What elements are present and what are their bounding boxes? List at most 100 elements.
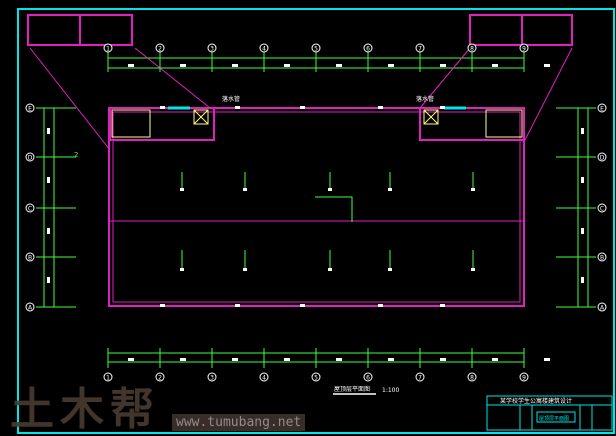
title-block [486,395,613,431]
axis-bubble-top-2-label: 2 [158,46,162,53]
dimension-text [388,64,394,67]
drain-icon [180,188,184,191]
axis-bubble-left-D [25,152,35,162]
drain-icon [388,188,392,191]
dimension-text [388,358,394,361]
stairs [111,109,523,138]
dimension-text [581,228,584,234]
axis-bubble-bottom-1-label: 1 [106,375,110,382]
dimension-text [336,358,342,361]
axis-bubble-left-C-label: C [28,206,32,213]
dimension-text [180,358,186,361]
axis-bubble-top-2 [155,43,165,53]
axis-bubble-left-E [25,103,35,113]
axis-bubble-bottom-9-label: 9 [522,375,526,382]
axis-bubble-left-A-label: A [28,305,33,312]
dimension-lines [43,57,589,363]
axis-bubble-bottom-8 [467,372,477,382]
dimension-text [47,128,50,134]
downpipe-icon [378,304,383,307]
axis-bubble-top-6-label: 6 [366,46,370,53]
dimension-text [284,64,290,67]
axis-bubble-bottom-5 [311,372,321,382]
axis-bubble-top-1-label: 1 [106,46,110,53]
dimension-text [128,358,134,361]
drawing-title: 屋顶层平面图 [334,386,370,393]
dimension-text [544,358,550,361]
dimension-text [336,64,342,67]
axis-bubble-right-B-label: B [600,255,604,262]
drain-icon [471,268,475,271]
downpipe-label-right: 落水管 [416,95,434,103]
drain-icon [471,188,475,191]
detail-box-right [469,14,573,46]
drain-icon [243,268,247,271]
dimension-text [128,64,134,67]
axis-bubble-bottom-6 [363,372,373,382]
title-block-heading: 某学校学生公寓楼建筑设计 [500,397,572,405]
axis-bubble-left-B [25,252,35,262]
downpipe-icon [160,106,165,109]
axis-bubble-top-9-label: 9 [522,46,526,53]
axis-bubble-top-4 [259,43,269,53]
axis-bubble-right-C [597,203,607,213]
drain-icon [328,268,332,271]
downpipe-icon [378,106,383,109]
axis-bubble-right-D [597,152,607,162]
dimension-text [47,228,50,234]
downpipe-icon [160,304,165,307]
axis-bubble-top-3 [207,43,217,53]
axis-bubble-top-7 [415,43,425,53]
axis-bubble-top-5 [311,43,321,53]
axis-bubble-top-6 [363,43,373,53]
diagonal-leaders [29,47,573,151]
downpipe-icon [235,106,240,109]
dimension-text [232,64,238,67]
axis-bubble-left-E-label: E [28,106,32,113]
dimension-text [440,64,446,67]
dimension-text [440,358,446,361]
downpipe-label-left: 落水管 [222,95,240,103]
downpipe-icon [235,304,240,307]
axis-bubble-top-1 [103,43,113,53]
title-block-drawing-name: 屋顶层平面图 [539,416,569,422]
axis-bubble-right-E-label: E [600,106,604,113]
axis-bubble-bottom-5-label: 5 [314,375,318,382]
axis-bubble-left-D-label: D [28,155,33,162]
drain-icon [180,268,184,271]
axis-bubble-bottom-4 [259,372,269,382]
axis-bubble-bottom-3 [207,372,217,382]
left-note: 2 [74,151,78,159]
downpipe-icon [300,304,305,307]
drain-icon [388,268,392,271]
dimension-text [284,358,290,361]
detail-box-left [27,14,133,46]
dimension-text [492,358,498,361]
downpipe-icon [440,106,445,109]
drawing-frame [17,8,615,434]
axis-bubble-right-A [597,302,607,312]
axis-bubble-right-B [597,252,607,262]
axis-bubble-right-D-label: D [600,155,605,162]
dimension-text [47,277,50,283]
axis-bubble-bottom-7-label: 7 [418,375,422,382]
axis-bubble-top-8 [467,43,477,53]
axis-bubble-bottom-8-label: 8 [470,375,474,382]
downpipe-icon [440,304,445,307]
axis-bubble-left-C [25,203,35,213]
dimension-text [492,64,498,67]
axis-bubble-top-8-label: 8 [470,46,474,53]
dimension-text [47,177,50,183]
axis-bubble-right-E [597,103,607,113]
watermark-url: www.tumubang.net [172,414,306,431]
axis-bubble-top-5-label: 5 [314,46,318,53]
drawing-scale: 1:100 [382,387,399,394]
axis-bubble-bottom-6-label: 6 [366,375,370,382]
axis-bubble-bottom-3-label: 3 [210,375,214,382]
axis-bubble-right-C-label: C [600,206,604,213]
axis-bubble-top-3-label: 3 [210,46,214,53]
roof-drains [160,106,475,307]
axis-bubble-left-B-label: B [28,255,32,262]
axis-bubble-bottom-2 [155,372,165,382]
